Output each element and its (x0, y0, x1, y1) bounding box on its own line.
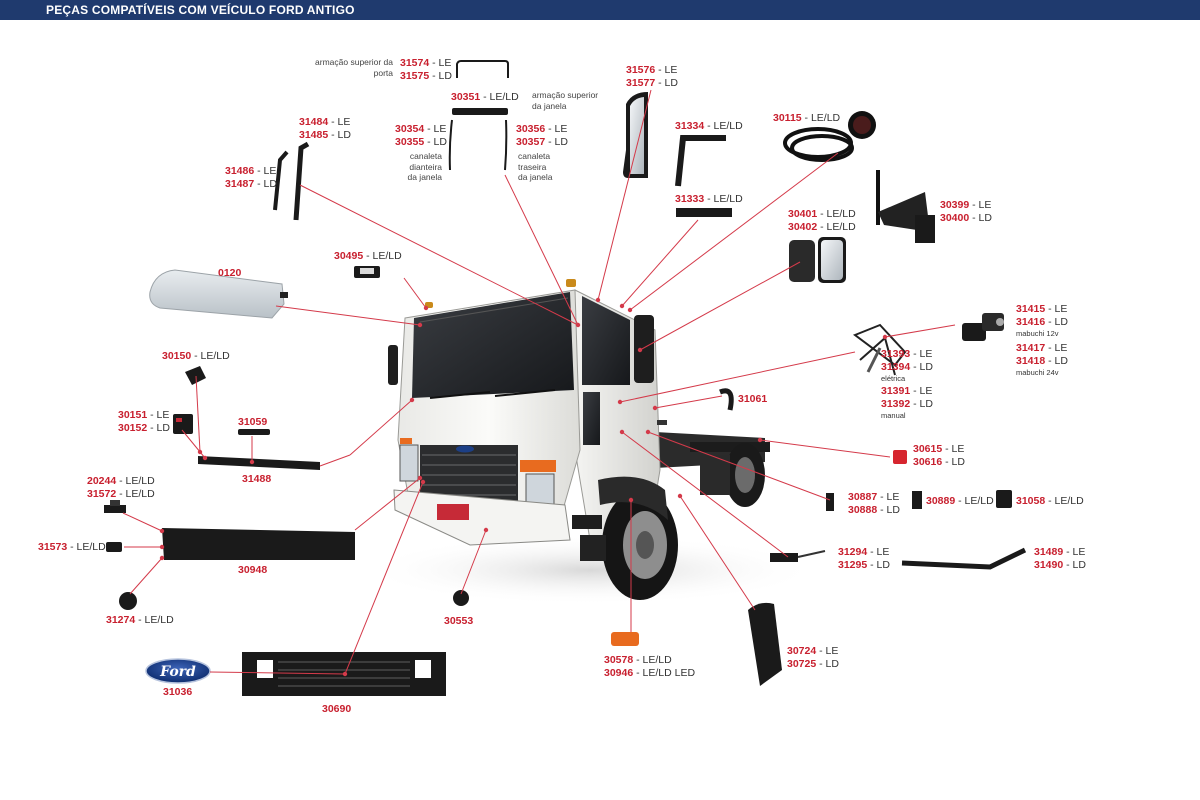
part-lower-trim-bar (198, 456, 320, 470)
label-30948: 30948 (238, 564, 268, 576)
label-31059: 31059 (238, 416, 268, 428)
part-window-rubber-strip (676, 208, 732, 217)
label-30401: 30401 - LE/LD 30402 - LE/LD (788, 208, 856, 233)
label-31574: 31574 - LE 31575 - LD (400, 57, 452, 82)
label-31294: 31294 - LE 31295 - LD (838, 546, 890, 571)
part-rear-window-channel (504, 119, 508, 171)
label-30690: 30690 (322, 703, 352, 715)
part-sun-visor (149, 269, 288, 319)
part-door-latch (826, 490, 1012, 511)
part-window-corner-seal (675, 135, 726, 187)
label-30151: 30151 - LE 30152 - LD (118, 409, 170, 434)
label-31058: 31058 - LE/LD (1016, 495, 1084, 507)
part-door-seal-roll (783, 111, 876, 162)
ford-logo-text: Ford (159, 664, 196, 680)
part-door-top-frame (456, 60, 509, 78)
part-marker-bracket (185, 366, 206, 385)
part-ford-logo: Ford (145, 658, 211, 684)
part-window-vertical-channels (273, 141, 310, 221)
label-30724: 30724 - LE 30725 - LD (787, 645, 839, 670)
part-small-bar (238, 429, 270, 435)
part-long-rod (901, 547, 1027, 570)
label-31274: 31274 - LE/LD (106, 614, 174, 626)
leader-dots (159, 297, 888, 677)
label-30615: 30615 - LE 30616 - LD (913, 443, 965, 468)
part-mirror-pair (789, 237, 846, 283)
label-20244: 20244 - LE/LD 31572 - LE/LD (87, 475, 155, 500)
part-mud-flap (748, 602, 782, 686)
truck (360, 279, 820, 605)
label-30578: 30578 - LE/LD 30946 - LE/LD LED (604, 654, 696, 679)
part-clip (106, 542, 122, 552)
part-bumper-panel (162, 528, 355, 560)
label-0120: 0120 (218, 267, 242, 279)
part-window-regulator-motor (962, 313, 1004, 341)
label-31484: 31484 - LE 31485 - LD (299, 116, 351, 141)
label-31486: 31486 - LE 31487 - LD (225, 165, 277, 190)
page-title: PEÇAS COMPATÍVEIS COM VEÍCULO FORD ANTIG… (46, 3, 355, 17)
part-rear-lamp (893, 450, 907, 464)
label-31061: 31061 (738, 393, 768, 405)
label-30887: 30887 - LE 30888 - LD (848, 491, 900, 516)
label-30115: 30115 - LE/LD (773, 112, 841, 124)
leader-lines (122, 89, 956, 675)
part-corner-light (173, 414, 193, 434)
part-front-window-channel (448, 119, 453, 171)
label-30150: 30150 - LE/LD (162, 350, 230, 362)
label-31573: 31573 - LE/LD (38, 541, 106, 553)
label-31334: 31334 - LE/LD (675, 120, 743, 132)
label-30354: 30354 - LE 30355 - LD (395, 123, 447, 148)
label-31576: 31576 - LE 31577 - LD (626, 64, 678, 89)
header-bar: PEÇAS COMPATÍVEIS COM VEÍCULO FORD ANTIG… (0, 0, 1200, 20)
part-side-marker-lamp (611, 632, 639, 646)
label-31489: 31489 - LE 31490 - LD (1034, 546, 1086, 571)
part-door-glass (623, 92, 648, 178)
label-30399: 30399 - LE 30400 - LD (940, 199, 992, 224)
part-roof-lamp (354, 266, 380, 278)
part-clamp-brackets (104, 500, 126, 513)
part-mirror-bracket (876, 170, 935, 243)
part-grab-handle (719, 388, 734, 411)
label-31036: 31036 (163, 686, 193, 698)
label-30351: 30351 - LE/LD (451, 91, 519, 103)
label-31488: 31488 (242, 473, 272, 485)
label-30495: 30495 - LE/LD (334, 250, 402, 262)
label-30356: 30356 - LE 30357 - LD (516, 123, 568, 148)
label-31333: 31333 - LE/LD (675, 193, 743, 205)
label-30553: 30553 (444, 615, 474, 627)
part-window-top-frame (452, 108, 508, 115)
label-30889: 30889 - LE/LD (926, 495, 994, 507)
part-grommet (119, 590, 469, 610)
part-door-lock-rod (770, 550, 826, 562)
